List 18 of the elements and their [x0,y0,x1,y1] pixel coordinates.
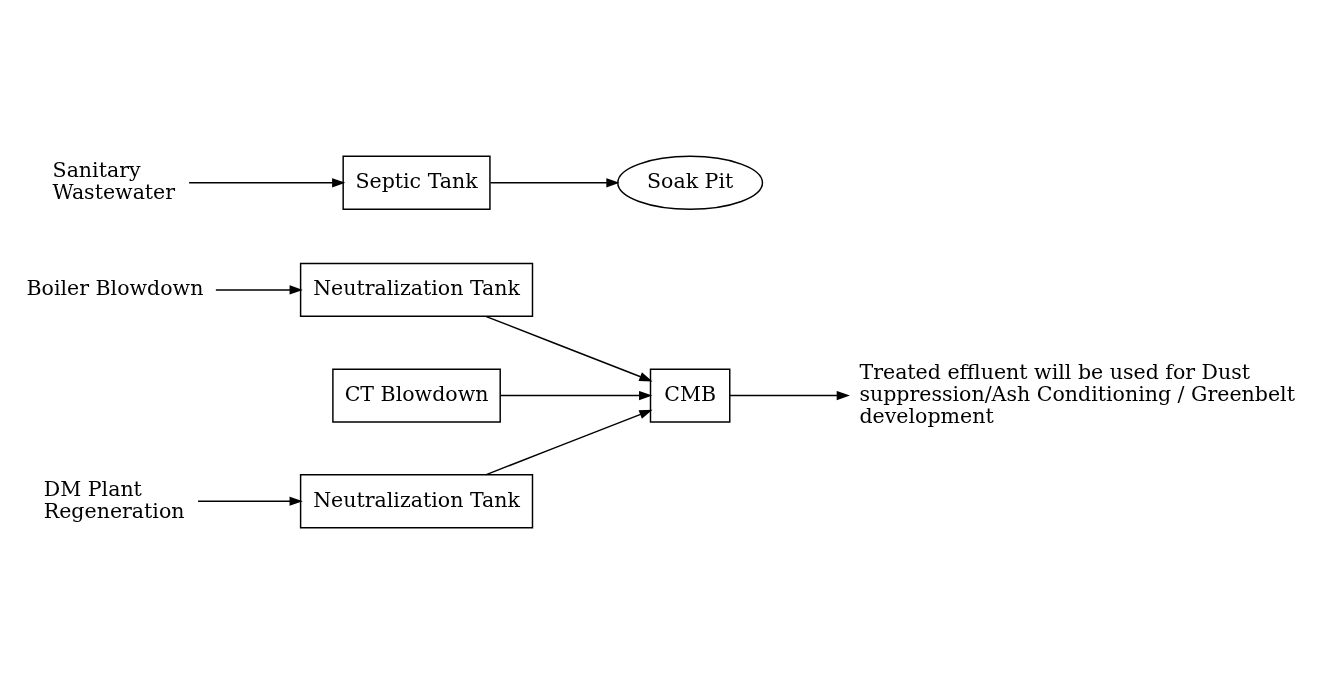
node-ellipse: Soak Pit [617,155,764,210]
arrow [197,496,303,506]
node-text: Treated effluent will be used for Dust suppression/Ash Conditioning / Greenbelt development [859,359,1295,429]
node-box: CMB [649,368,731,423]
node-text: Sanitary Wastewater [52,158,176,205]
arrow [215,285,303,295]
node-text: Boiler Blowdown [26,276,204,301]
arrow [729,390,850,401]
arrow [489,178,620,188]
node-text: DM Plant Regeneration [43,476,185,523]
node-box: Septic Tank [342,155,491,210]
arrow [485,315,653,382]
arrow [188,178,346,188]
node-box: Neutralization Tank [299,474,534,529]
node-box: CT Blowdown [332,368,501,423]
arrow [485,409,653,476]
arrow [499,390,653,401]
node-box: Neutralization Tank [299,262,534,318]
